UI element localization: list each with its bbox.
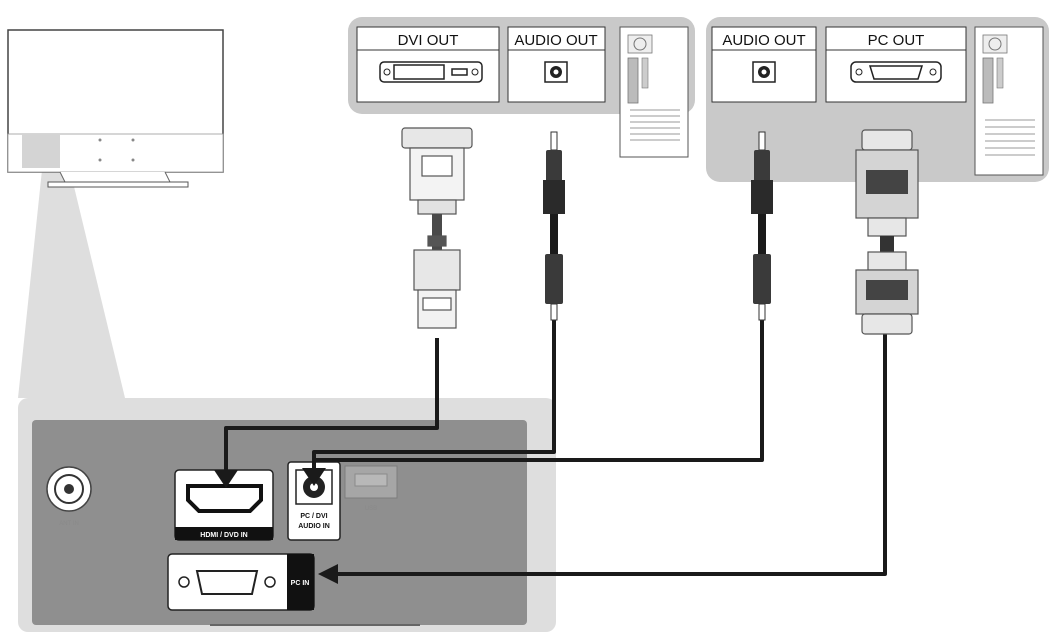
pc-right-group: AUDIO OUT PC OUT xyxy=(706,17,1049,182)
monitor-connector-area xyxy=(22,134,60,168)
monitor-base xyxy=(47,181,189,188)
vga-cable-plug xyxy=(855,129,919,335)
dvi-port-icon xyxy=(379,61,483,83)
audio-out-label-right: AUDIO OUT xyxy=(722,32,805,49)
monitor-stand xyxy=(59,171,171,183)
ant-in-label: ANT IN xyxy=(59,521,79,527)
vga-port-icon-pc xyxy=(850,61,942,83)
usb-port: USB xyxy=(344,465,398,512)
audio-cable-right xyxy=(314,305,764,462)
hdmi-cable xyxy=(224,338,439,478)
dvi-hdmi-cable-plug xyxy=(401,127,473,329)
pc-in-port: PC IN xyxy=(167,553,315,611)
callout-wedge xyxy=(18,170,125,398)
vga-cable xyxy=(335,332,887,576)
tv-back-panel: ANT IN HDMI / DVD IN PC / DVI AUDIO IN U… xyxy=(18,398,556,632)
dvi-out-label: DVI OUT xyxy=(398,32,459,49)
hdmi-dvd-in-label: HDMI / DVD IN xyxy=(200,532,247,539)
usb-label: USB xyxy=(365,506,377,512)
audio-out-label-left: AUDIO OUT xyxy=(514,32,597,49)
audio-arrow-head xyxy=(302,468,326,486)
rca-plug-right xyxy=(751,131,773,321)
pc-dvi-audio-label-1: PC / DVI xyxy=(300,513,327,520)
vga-arrow-head xyxy=(318,564,338,584)
ant-in-port: ANT IN xyxy=(46,466,92,527)
pc-in-label: PC IN xyxy=(291,580,310,587)
audio-jack-icon-right xyxy=(752,61,776,83)
hdmi-in-port: HDMI / DVD IN xyxy=(174,469,274,541)
audio-jack-icon-left xyxy=(544,61,568,83)
pc-dvi-audio-label-2: AUDIO IN xyxy=(298,523,330,530)
pc-tower-right xyxy=(974,26,1044,176)
rca-plug-left xyxy=(543,131,565,321)
cables xyxy=(214,305,887,584)
pc-left-group: DVI OUT AUDIO OUT xyxy=(348,17,695,158)
pc-tower-left xyxy=(619,26,689,158)
monitor xyxy=(7,29,224,188)
pc-out-label: PC OUT xyxy=(868,32,925,49)
hdmi-arrow-head xyxy=(214,470,238,488)
